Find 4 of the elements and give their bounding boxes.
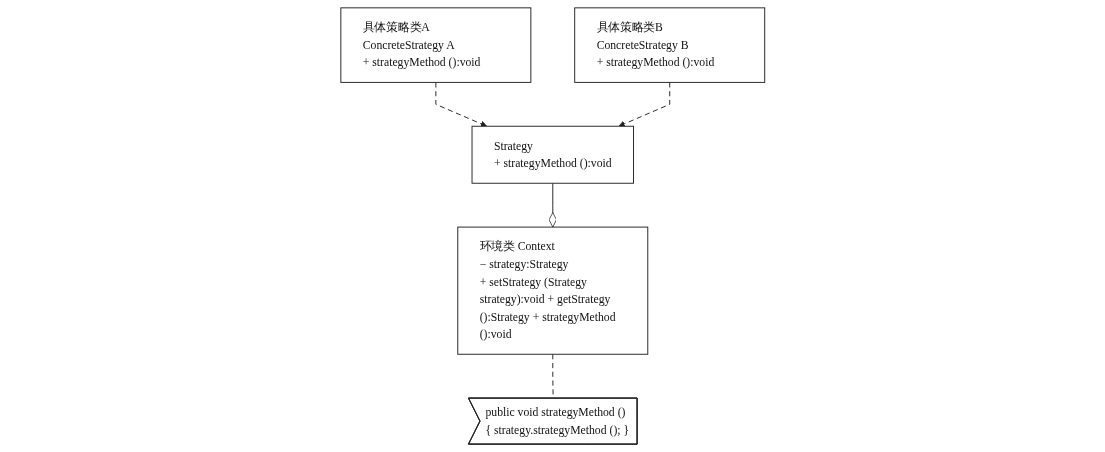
node-box: 环境类 Context − strategy:Strategy + setStrategy (Strategy strategy):void + getStrategy ():Strategy + strategyMethod ():void (457, 226, 648, 355)
node-box: Strategy + strategyMethod ():void (471, 125, 634, 184)
node-box: 具体策略类B ConcreteStrategy B + strategyMethod ():void (573, 7, 765, 83)
node-box: 具体策略类A ConcreteStrategy A + strategyMethod ():void (340, 7, 532, 83)
